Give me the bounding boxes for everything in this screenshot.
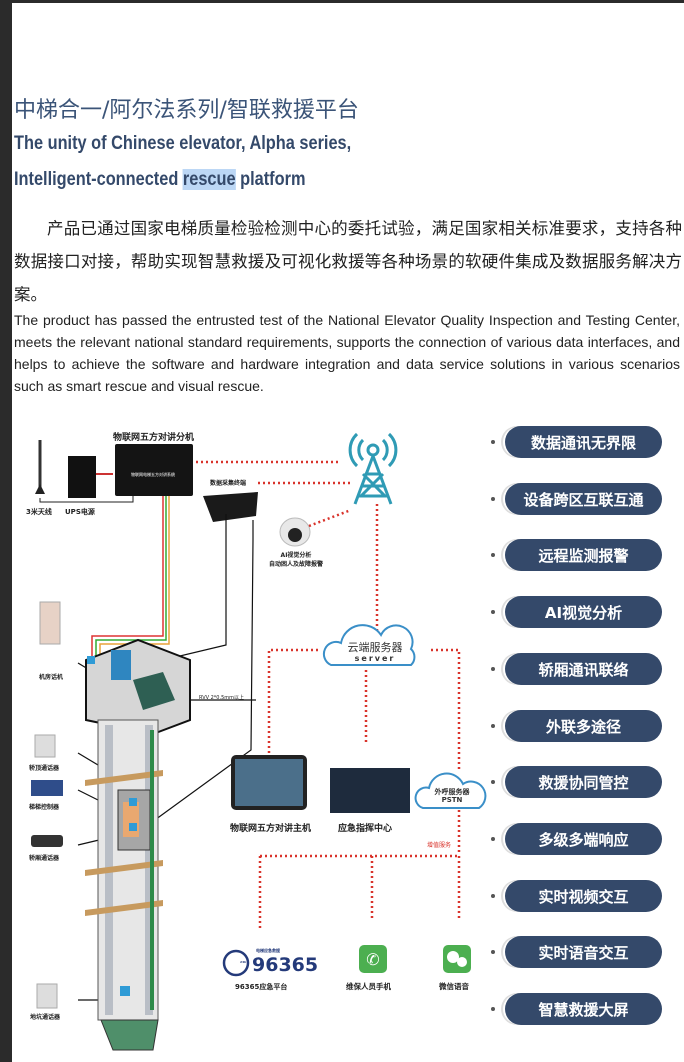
- car-intercom-label: 轿厢通话器: [29, 855, 60, 862]
- antenna-icon: [35, 440, 45, 494]
- diagram-graphics: ✆: [31, 432, 487, 1051]
- antenna-label: 3米天线: [26, 508, 52, 516]
- feature-pill: 轿厢通讯联络: [505, 653, 662, 685]
- intercom-unit-face-text: 物联网电梯五方对讲系统: [131, 472, 175, 477]
- feature-pill: 外联多途径: [505, 710, 662, 742]
- controller-icon: [31, 780, 63, 796]
- bullet-dot: [491, 667, 495, 671]
- cloud-server-label-cn: 云端服务器: [347, 641, 403, 654]
- system-diagram: ✆ 物联网五方对讲分机 物联网电梯五方对讲系统 3米天线 UPS电源 数据采集终…: [13, 410, 684, 1062]
- car-intercom-icon: [31, 835, 63, 847]
- description-cn: 产品已通过国家电梯质量检验检测中心的委托试验，满足国家相关标准要求，支持各种数据…: [14, 219, 682, 304]
- feature-pill: 设备跨区互联互通: [505, 483, 662, 515]
- phone-app-icon: [359, 945, 387, 973]
- phone-label: 维保人员手机: [346, 982, 391, 991]
- hotline-small-text: 电梯应急救援: [256, 948, 280, 953]
- intercom-unit-icon: [115, 444, 193, 496]
- page-title-cn: 中梯合一/阿尔法系列/智联救援平台: [14, 98, 359, 123]
- bullet-dot: [491, 724, 495, 728]
- feature-pill: 数据通讯无界限: [505, 426, 662, 458]
- pit-intercom-icon: [36, 983, 58, 1009]
- title-text: platform: [235, 169, 306, 190]
- bullet-dot: [491, 837, 495, 841]
- feature-pill: 实时语音交互: [505, 936, 662, 968]
- cloud-server-icon: [322, 624, 416, 666]
- feature-pill: AI视觉分析: [505, 596, 662, 628]
- signal-tower-icon: [348, 432, 398, 505]
- machine-room-phone-label: 机房话机: [39, 674, 64, 681]
- machine-room-phone-icon: [39, 601, 61, 645]
- pit-label: 地坑通话器: [30, 1014, 61, 1021]
- bullet-dot: [491, 780, 495, 784]
- bullet-dot: [491, 894, 495, 898]
- car-top-intercom-icon: [34, 734, 56, 758]
- value-added-label: 增值服务: [427, 842, 452, 849]
- controller-label: 梯梯控制器: [29, 804, 60, 811]
- bullet-dot: [491, 440, 495, 444]
- car-top-label: 轿顶通话器: [29, 765, 60, 772]
- data-terminal-icon: [203, 492, 258, 522]
- bullet-dot: [491, 553, 495, 557]
- cloud-server-label-en: server: [354, 654, 396, 663]
- camera-label: AI视觉分析自动困人及故障报警: [266, 550, 326, 568]
- svg-text:✆: ✆: [366, 950, 379, 969]
- hotline-24h-text: 24h: [240, 960, 247, 964]
- bullet-dot: [491, 610, 495, 614]
- window-top-edge: [0, 0, 684, 3]
- wechat-label: 微信语音: [439, 982, 469, 991]
- command-center-icon: [330, 768, 410, 813]
- selected-text-highlight[interactable]: rescue: [182, 169, 236, 190]
- hotline-label: 96365应急平台: [235, 983, 288, 991]
- cloud-pstn-icon: [414, 772, 487, 809]
- description-en: The product has passed the entrusted tes…: [14, 312, 680, 394]
- camera-label-line1: AI视觉分析: [280, 552, 312, 559]
- intercom-host-label: 物联网五方对讲主机: [230, 824, 312, 834]
- elevator-shaft-illustration: [85, 638, 191, 1051]
- feature-pill: 实时视频交互: [505, 880, 662, 912]
- callout-server-label-cn: 外呼服务器: [434, 788, 470, 796]
- window-left-edge: [0, 0, 12, 1062]
- hotline-phone-icon: [222, 949, 250, 977]
- bullet-dot: [491, 950, 495, 954]
- bullet-dot: [491, 497, 495, 501]
- data-terminal-label: 数据采集终端: [210, 480, 247, 487]
- ups-label: UPS电源: [65, 508, 95, 516]
- hotline-number: 96365: [252, 954, 319, 976]
- camera-label-line2: 自动困人及故障报警: [268, 561, 323, 568]
- feature-pill: 救援协同管控: [505, 766, 662, 798]
- feature-pill: 远程监测报警: [505, 539, 662, 571]
- cable-spec-label: RVV 2*0.5mm以上: [199, 695, 245, 701]
- page-title-en-line2: Intelligent-connected rescue platform: [14, 169, 305, 191]
- bullet-dot: [491, 1007, 495, 1011]
- title-text: Intelligent-connected: [14, 169, 183, 190]
- feature-pill: 多级多端响应: [505, 823, 662, 855]
- ups-icon: [68, 456, 96, 498]
- camera-icon: [279, 517, 311, 547]
- command-center-label: 应急指挥中心: [338, 824, 393, 834]
- callout-server-label-en: PSTN: [441, 796, 463, 804]
- intercom-unit-label: 物联网五方对讲分机: [113, 433, 195, 443]
- feature-pill: 智慧救援大屏: [505, 993, 662, 1025]
- page-title-en-line1: The unity of Chinese elevator, Alpha ser…: [14, 133, 352, 154]
